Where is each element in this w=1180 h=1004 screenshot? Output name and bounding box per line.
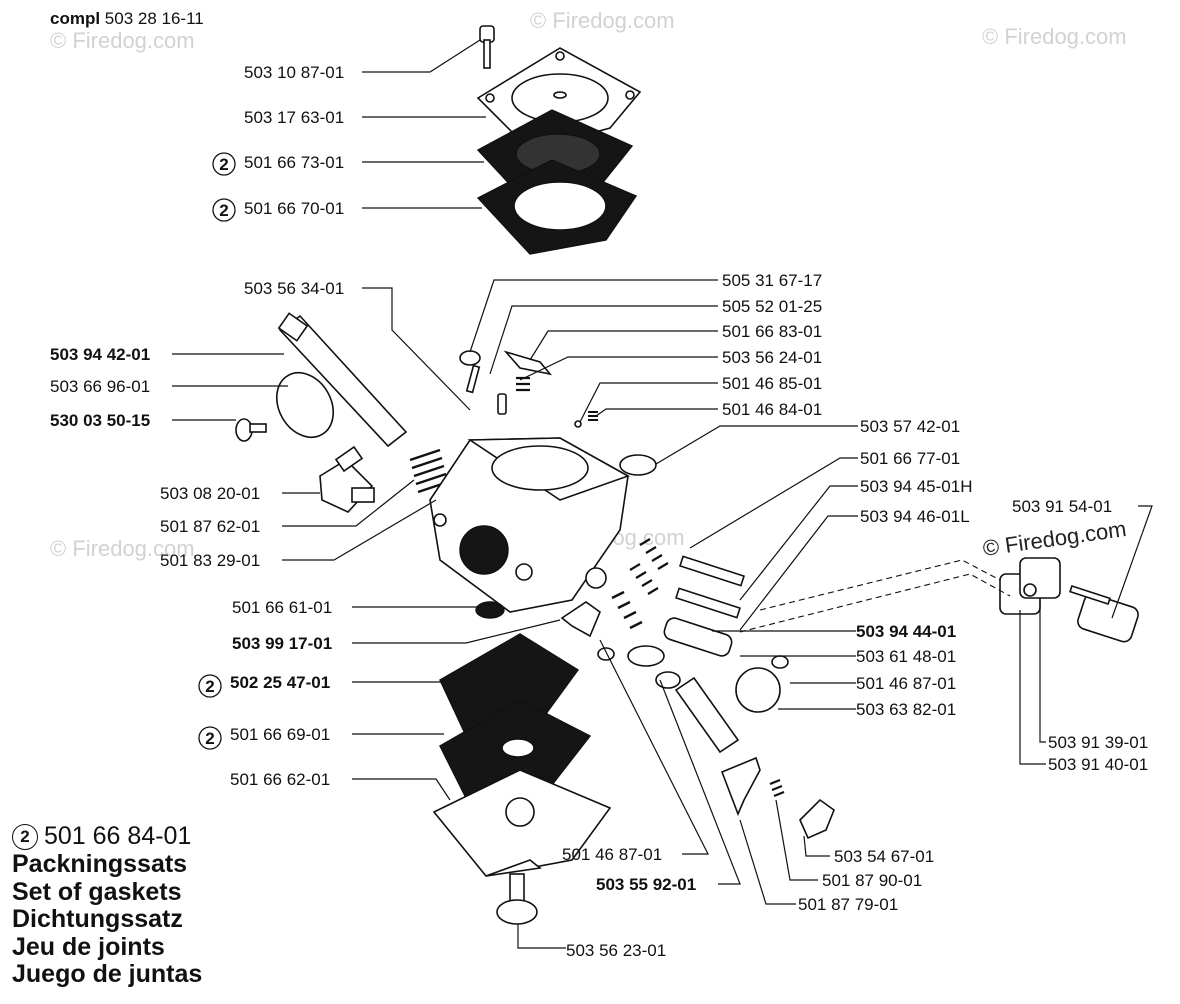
part-label: 503 56 34-01 <box>244 279 344 298</box>
part-label: 501 87 79-01 <box>798 895 898 914</box>
part-label: 502 25 47-01 <box>230 673 330 692</box>
legend-line: Jeu de joints <box>12 932 165 961</box>
idle-screw-icon <box>611 590 733 657</box>
assembly-number: compl 503 28 16-11 <box>50 9 204 28</box>
part-label: 503 91 54-01 <box>1012 497 1112 516</box>
needle-l-icon <box>629 563 741 619</box>
gasket-top-icon <box>476 159 638 255</box>
part-label: 503 10 87-01 <box>244 63 344 82</box>
filter-assembly-icon <box>999 557 1139 643</box>
part-label: 501 46 87-01 <box>562 845 662 864</box>
watermark-top-right: © Firedog.com <box>982 24 1127 49</box>
lever-bracket-icon <box>560 601 601 638</box>
washer-icon <box>627 645 665 667</box>
legend-part-number: 501 66 84-01 <box>44 822 192 850</box>
lever-spring-icon <box>516 376 530 392</box>
part-label: 501 87 90-01 <box>822 871 922 890</box>
part-label: 501 66 62-01 <box>230 770 330 789</box>
inlet-needle-icon <box>497 393 507 415</box>
throttle-shaft-icon <box>277 312 408 448</box>
svg-text:2: 2 <box>219 201 228 220</box>
pump-spring-icon <box>769 778 785 798</box>
part-label: 503 94 42-01 <box>50 345 150 364</box>
pin-icon <box>459 350 481 394</box>
watermark-top-left: © Firedog.com <box>50 28 195 53</box>
part-label: 501 87 62-01 <box>160 517 260 536</box>
part-label: 503 54 67-01 <box>834 847 934 866</box>
part-label: 501 66 73-01 <box>244 153 344 172</box>
valve-screw-icon <box>235 418 267 442</box>
watermark-right: © Firedog.com <box>981 516 1128 561</box>
watermark-left: © Firedog.com <box>50 536 195 561</box>
part-label: 501 66 77-01 <box>860 449 960 468</box>
pump-shaft-icon <box>674 676 740 754</box>
part-label: 503 91 39-01 <box>1048 733 1148 752</box>
disc-screw-icon <box>771 655 789 669</box>
part-label: 503 55 92-01 <box>596 875 696 894</box>
part-label: 505 31 67-17 <box>722 271 822 290</box>
part-label: 530 03 50-15 <box>50 411 150 430</box>
bottom-screw-icon <box>496 873 538 925</box>
part-label: 503 91 40-01 <box>1048 755 1148 774</box>
part-label: 501 83 29-01 <box>160 551 260 570</box>
legend-line: Packningssats <box>12 850 188 878</box>
part-label: 501 46 87-01 <box>856 674 956 693</box>
part-label: 503 56 24-01 <box>722 348 822 367</box>
pump-lever-icon <box>720 756 761 817</box>
gasket-set-legend: 2 501 66 84-01 Packningssats Set of gask… <box>12 822 202 989</box>
part-label: 503 17 63-01 <box>244 108 344 127</box>
sealing-washer-icon <box>475 601 505 619</box>
elbow-fitting-icon <box>319 445 375 513</box>
ref-marker: 2 2 2 2 <box>198 152 236 750</box>
legend-line: Set of gaskets <box>12 877 182 906</box>
part-label: 501 46 84-01 <box>722 400 822 419</box>
ref-marker: 2 <box>12 823 38 850</box>
shaft-spring-icon <box>409 448 449 494</box>
part-label: 503 94 46-01L <box>860 507 970 526</box>
part-label: 503 99 17-01 <box>232 634 332 653</box>
svg-text:2: 2 <box>205 729 214 748</box>
cover-plate-icon <box>476 47 642 151</box>
bracket-screw-icon <box>597 647 615 661</box>
part-label: 505 52 01-25 <box>722 297 822 316</box>
svg-text:2: 2 <box>219 155 228 174</box>
pump-cover-icon <box>799 798 835 840</box>
part-label: 503 56 23-01 <box>566 941 666 960</box>
bottom-cover-icon <box>432 769 612 877</box>
legend-line: Juego de juntas <box>12 960 203 988</box>
carburetor-body-icon <box>429 437 630 613</box>
legend-header: 2 501 66 84-01 <box>12 822 202 851</box>
part-label: 503 57 42-01 <box>860 417 960 436</box>
watermark-top-center: © Firedog.com <box>530 8 675 33</box>
part-label: 501 66 70-01 <box>244 199 344 218</box>
top-screw-icon <box>479 25 495 69</box>
throttle-valve-icon <box>275 372 335 438</box>
filter-screen-icon <box>619 454 657 476</box>
part-label: 503 94 45-01H <box>860 477 972 496</box>
part-label: 503 66 96-01 <box>50 377 150 396</box>
svg-text:2: 2 <box>205 677 214 696</box>
washer-small-icon <box>655 671 681 689</box>
leader-lines <box>172 39 1153 949</box>
part-label: 503 63 82-01 <box>856 700 956 719</box>
legend-line: Dichtungssatz <box>12 905 183 933</box>
part-label: 501 66 69-01 <box>230 725 330 744</box>
parts-drawing <box>235 25 1139 925</box>
part-label: 503 61 48-01 <box>856 647 956 666</box>
fuel-lever-icon <box>503 350 553 376</box>
needle-h-icon <box>639 538 745 587</box>
accelerator-disc-icon <box>735 667 781 713</box>
ball-icon <box>574 420 582 428</box>
part-label: 503 94 44-01 <box>856 622 956 641</box>
part-label: 501 46 85-01 <box>722 374 822 393</box>
part-label: 501 66 61-01 <box>232 598 332 617</box>
part-label: 503 08 20-01 <box>160 484 260 503</box>
part-label: 501 66 83-01 <box>722 322 822 341</box>
